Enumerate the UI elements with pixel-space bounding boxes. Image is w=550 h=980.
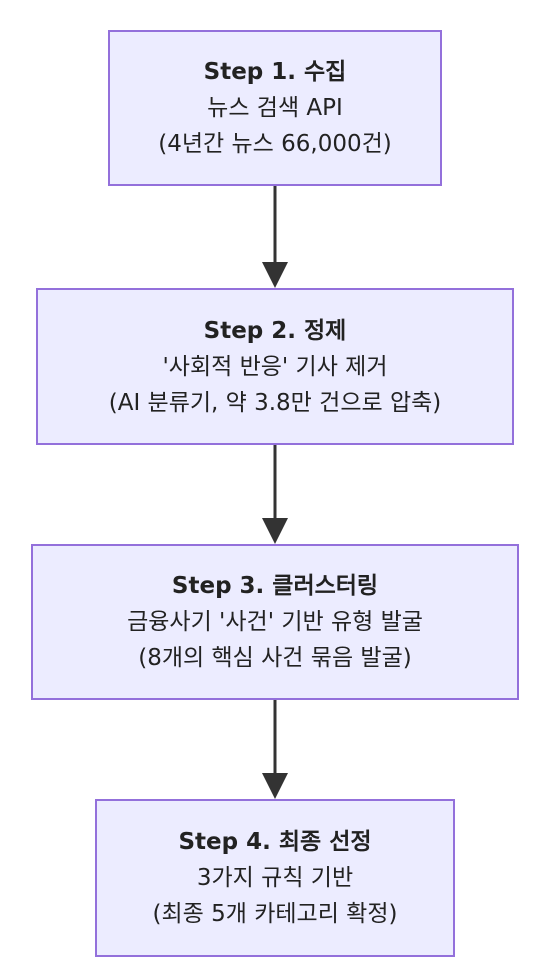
edge-step3-to-step4 [262, 700, 288, 799]
step-2-title: Step 2. 정제 [203, 317, 347, 344]
step-4-detail: (최종 5개 카테고리 확정) [152, 901, 398, 927]
step-3-node: Step 3. 클러스터링 금융사기 '사건' 기반 유형 발굴 (8개의 핵심… [31, 544, 519, 700]
step-3-detail: (8개의 핵심 사건 묶음 발굴) [138, 645, 412, 671]
edge-step2-to-step3 [262, 445, 288, 544]
step-2-detail: (AI 분류기, 약 3.8만 건으로 압축) [108, 389, 442, 416]
step-2-node: Step 2. 정제 '사회적 반응' 기사 제거 (AI 분류기, 약 3.8… [36, 288, 514, 445]
step-3-title: Step 3. 클러스터링 [171, 573, 379, 599]
step-1-description: 뉴스 검색 API [207, 95, 343, 121]
edge-step1-to-step2 [262, 186, 288, 288]
step-3-description: 금융사기 '사건' 기반 유형 발굴 [127, 609, 423, 635]
step-4-node: Step 4. 최종 선정 3가지 규칙 기반 (최종 5개 카테고리 확정) [95, 799, 455, 957]
arrowhead-icon [262, 518, 288, 544]
step-1-detail: (4년간 뉴스 66,000건) [158, 131, 392, 157]
step-4-title: Step 4. 최종 선정 [178, 829, 372, 855]
step-1-node: Step 1. 수집 뉴스 검색 API (4년간 뉴스 66,000건) [108, 30, 442, 186]
step-1-title: Step 1. 수집 [203, 59, 347, 85]
step-2-description: '사회적 반응' 기사 제거 [162, 353, 388, 380]
arrowhead-icon [262, 773, 288, 799]
step-4-description: 3가지 규칙 기반 [196, 865, 354, 891]
arrowhead-icon [262, 262, 288, 288]
